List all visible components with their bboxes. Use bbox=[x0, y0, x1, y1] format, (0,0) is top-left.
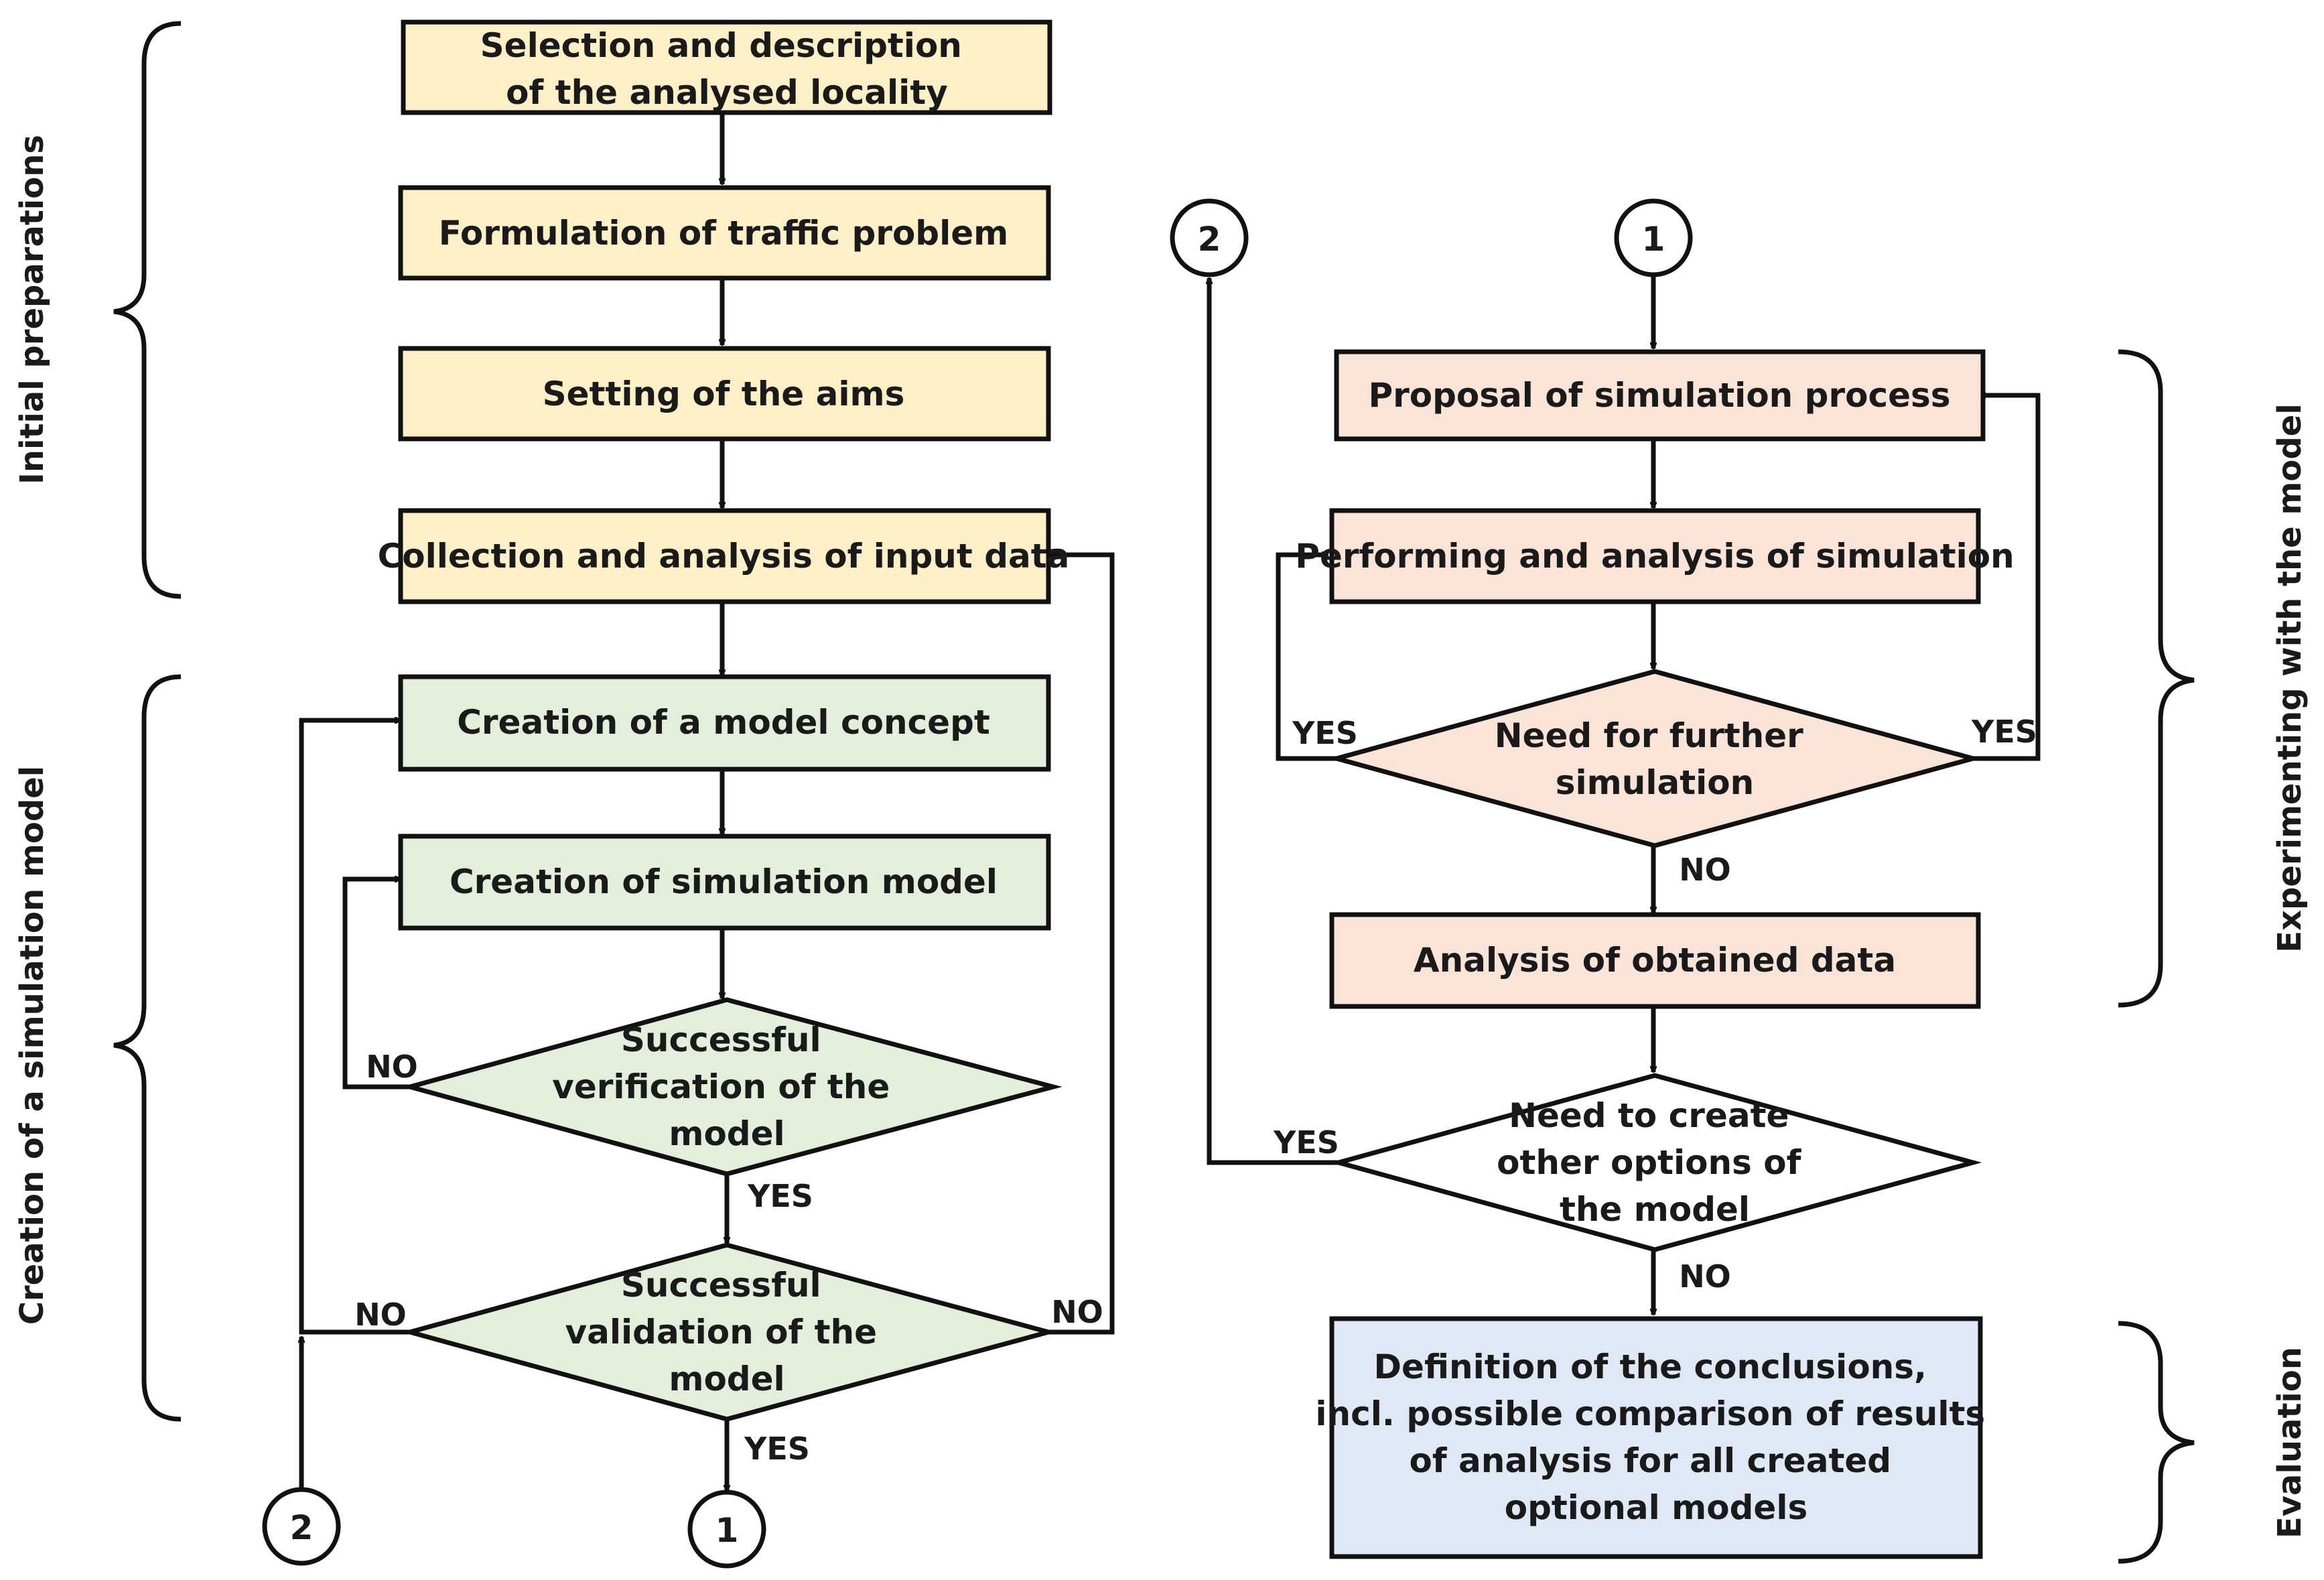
svg-text:Setting of the aims: Setting of the aims bbox=[543, 375, 905, 413]
svg-text:Analysis of obtained data: Analysis of obtained data bbox=[1414, 941, 1896, 980]
stage-label-evaluation: Evaluation bbox=[2271, 1347, 2309, 1538]
svg-text:Creation of a model concept: Creation of a model concept bbox=[457, 703, 990, 742]
svg-text:Creation of simulation model: Creation of simulation model bbox=[450, 862, 998, 901]
label-validation-no-right: NO bbox=[1051, 1294, 1103, 1330]
decision-other-options: Need to create other options of the mode… bbox=[1329, 1073, 1982, 1252]
decision-other-options-line2: other options of bbox=[1497, 1143, 1801, 1182]
decision-other-options-line1: Need to create bbox=[1509, 1096, 1789, 1135]
svg-text:1: 1 bbox=[1642, 220, 1665, 259]
node-conclusions-line3: of analysis for all created bbox=[1410, 1441, 1892, 1480]
label-verification-yes: YES bbox=[747, 1178, 813, 1214]
node-concept: Creation of a model concept bbox=[398, 674, 1051, 772]
label-further-no: NO bbox=[1679, 852, 1731, 888]
svg-text:Need for further simulat: Need for further simulation bbox=[1495, 716, 1816, 802]
svg-text:Collection and analysis of inp: Collection and analysis of input data bbox=[378, 537, 1070, 576]
decision-verification-line2: verification of the bbox=[552, 1067, 890, 1106]
stage-label-initial: Initial preparations bbox=[13, 135, 51, 484]
svg-text:Selection and description: Selection and description of the analyse… bbox=[480, 26, 974, 112]
decision-verification-line1: Successful bbox=[621, 1021, 821, 1059]
svg-text:2: 2 bbox=[1198, 220, 1221, 259]
node-aims: Setting of the aims bbox=[398, 346, 1051, 442]
stage-bracket-experimenting bbox=[2118, 349, 2195, 1008]
node-analysis: Analysis of obtained data bbox=[1329, 912, 1981, 1009]
stage-label-creation: Creation of a simulation model bbox=[13, 766, 51, 1325]
decision-validation: Successful validation of the model bbox=[401, 1242, 1058, 1422]
label-validation-no-left: NO bbox=[354, 1297, 407, 1333]
stage-bracket-evaluation bbox=[2118, 1321, 2195, 1564]
label-further-yes-right: YES bbox=[1971, 714, 2037, 750]
node-selection-line1: Selection and description bbox=[480, 26, 962, 65]
node-collection: Collection and analysis of input data bbox=[378, 508, 1070, 604]
svg-text:Successful verification: Successful verification of the model bbox=[552, 1021, 901, 1153]
decision-verification: Successful verification of the model bbox=[401, 997, 1063, 1177]
decision-validation-line1: Successful bbox=[621, 1266, 821, 1305]
label-validation-yes: YES bbox=[744, 1431, 810, 1467]
decision-validation-line2: validation of the bbox=[565, 1313, 877, 1352]
node-sim-model: Creation of simulation model bbox=[398, 834, 1051, 931]
svg-text:Performing and analysis of sim: Performing and analysis of simulation bbox=[1295, 537, 2014, 576]
decision-validation-line3: model bbox=[669, 1360, 784, 1398]
svg-text:2: 2 bbox=[290, 1508, 314, 1547]
node-selection-line2: of the analysed locality bbox=[506, 73, 948, 112]
connector-2-top: 2 bbox=[1170, 198, 1249, 277]
connector-1-top: 1 bbox=[1614, 198, 1693, 277]
stage-bracket-creation bbox=[113, 674, 182, 1422]
svg-text:Formulation of traffic problem: Formulation of traffic problem bbox=[439, 214, 1008, 253]
svg-text:Definition of the conclusions,: Definition of the conclusions, incl. pos… bbox=[1315, 1347, 1996, 1527]
decision-further-line2: simulation bbox=[1556, 763, 1754, 802]
connector-2-bottom: 2 bbox=[262, 1487, 341, 1566]
decision-verification-line3: model bbox=[669, 1114, 784, 1153]
stage-label-experimenting: Experimenting with the model bbox=[2271, 403, 2309, 953]
node-conclusions-line2: incl. possible comparison of results bbox=[1315, 1394, 1985, 1433]
node-performing: Performing and analysis of simulation bbox=[1295, 508, 2014, 604]
decision-further: Need for further simulation bbox=[1327, 669, 1982, 848]
node-conclusions-line4: optional models bbox=[1505, 1488, 1807, 1527]
label-options-no: NO bbox=[1679, 1258, 1731, 1295]
node-conclusions-line1: Definition of the conclusions, bbox=[1374, 1347, 1927, 1386]
connector-1-bottom: 1 bbox=[687, 1490, 766, 1569]
decision-further-line1: Need for further bbox=[1495, 716, 1803, 755]
node-formulation: Formulation of traffic problem bbox=[398, 185, 1051, 281]
svg-text:1: 1 bbox=[715, 1511, 739, 1550]
svg-text:Need to create other opt: Need to create other options of the mode… bbox=[1497, 1096, 1813, 1229]
label-verification-no: NO bbox=[366, 1049, 418, 1085]
node-proposal: Proposal of simulation process bbox=[1334, 349, 1986, 442]
decision-other-options-line3: the model bbox=[1560, 1190, 1750, 1229]
node-selection: Selection and description of the analyse… bbox=[401, 19, 1052, 115]
svg-text:Successful validation of: Successful validation of the model bbox=[565, 1266, 889, 1398]
label-further-yes-left: YES bbox=[1292, 715, 1358, 751]
stage-bracket-initial bbox=[113, 21, 182, 599]
label-options-yes: YES bbox=[1273, 1124, 1339, 1161]
arrows bbox=[301, 113, 2041, 1491]
node-conclusions: Definition of the conclusions, incl. pos… bbox=[1315, 1316, 1996, 1559]
svg-text:Proposal of simulation process: Proposal of simulation process bbox=[1368, 376, 1950, 415]
